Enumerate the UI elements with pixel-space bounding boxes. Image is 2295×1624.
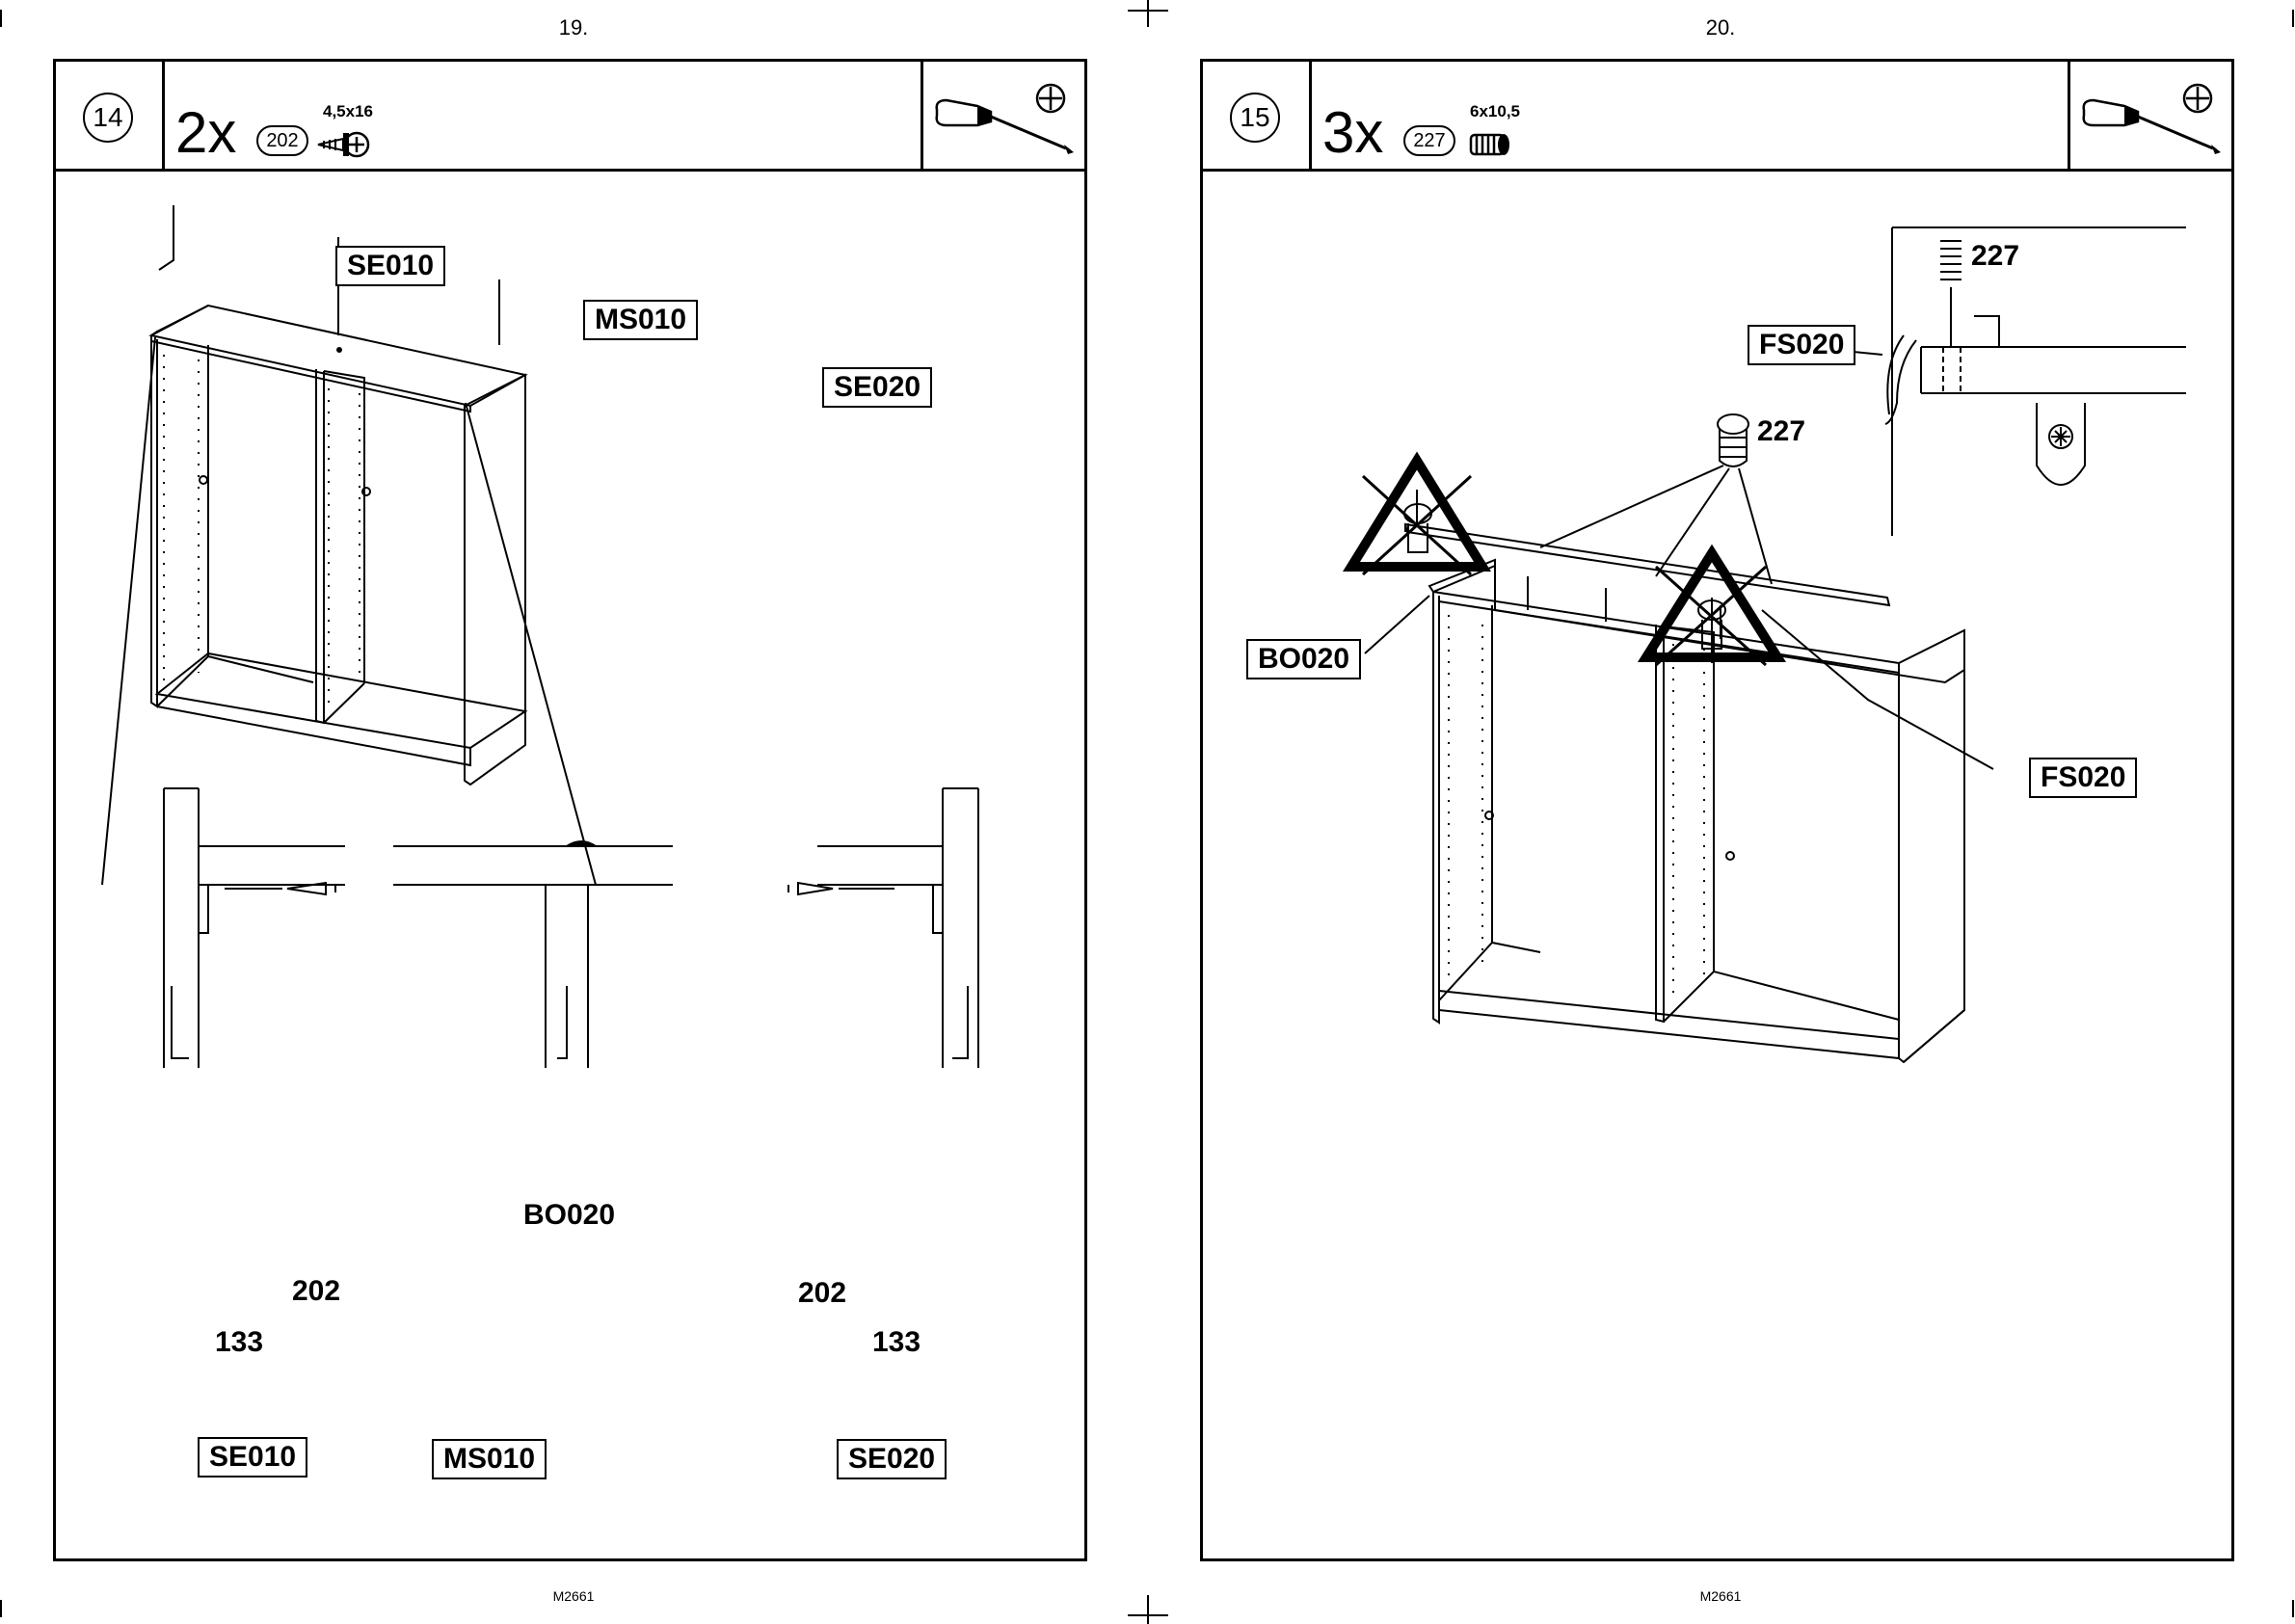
label-se020-top: SE020 [822,367,932,408]
part-size: 4,5x16 [323,102,373,121]
step-number: 14 [83,93,133,143]
label-fs020: FS020 [2029,758,2137,798]
part-number-badge: 202 [256,125,308,156]
instruction-page-19: 19. 14 2x 202 4,5x16 [0,0,1147,1624]
screwdriver-icon [2070,62,2234,169]
screwdriver-icon [923,62,1087,169]
assembly-drawing: SE010 MS010 SE020 BO020 202 202 133 133 … [56,172,1084,1558]
step-number: 15 [1230,93,1280,143]
label-se010-bottom: SE010 [198,1437,307,1478]
rail-mounting-diagram [1203,172,2231,1558]
page-number: 19. [0,15,1147,40]
label-screw-202-left: 202 [292,1275,340,1308]
model-code: M2661 [1147,1588,2294,1604]
label-bo020: BO020 [1246,639,1361,679]
label-dim-133-right: 133 [872,1326,921,1359]
step-header: 15 3x 227 6x10,5 [1203,62,2231,172]
label-bo020: BO020 [523,1199,615,1232]
part-number-badge: 227 [1403,125,1455,156]
label-227-detail: 227 [1971,240,2019,273]
tool-cell [921,62,1084,169]
step-header: 14 2x 202 4,5x16 [56,62,1084,172]
step-frame: 14 2x 202 4,5x16 [53,59,1087,1561]
label-se020-bottom: SE020 [837,1439,947,1479]
tool-cell [2068,62,2231,169]
part-size: 6x10,5 [1470,102,1520,121]
label-se010-top: SE010 [335,246,445,286]
part-quantity: 2x [175,104,236,162]
cam-dowel-icon [1461,125,1519,164]
label-screw-202-right: 202 [798,1277,846,1310]
wood-screw-icon [314,125,372,164]
label-dim-133-left: 133 [215,1326,263,1359]
model-code: M2661 [0,1588,1147,1604]
label-ms010-bottom: MS010 [432,1439,547,1479]
step-number-cell: 14 [56,62,165,169]
label-227-center: 227 [1757,415,1805,448]
step-number-cell: 15 [1203,62,1312,169]
part-quantity: 3x [1322,104,1383,162]
instruction-page-20: 20. 15 3x 227 6x10,5 [1147,0,2294,1624]
step-frame: 15 3x 227 6x10,5 [1200,59,2234,1561]
page-number: 20. [1147,15,2294,40]
assembly-drawing: FS020 227 227 BO020 FS020 [1203,172,2231,1558]
label-ms010-top: MS010 [583,300,698,340]
label-fs020-detail: FS020 [1748,325,1855,365]
